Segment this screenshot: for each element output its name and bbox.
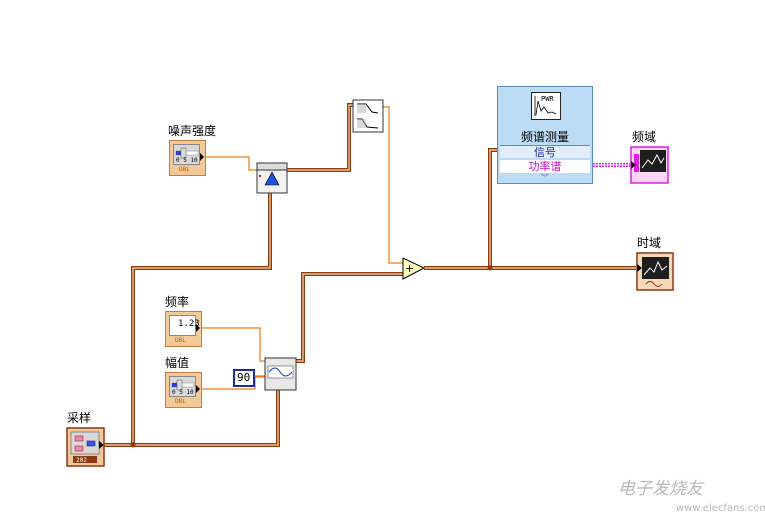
noise-strength-control[interactable]: 0 5 10 DBL (169, 140, 206, 176)
spectral-measurements-express-vi[interactable]: PWR 频谱测量 信号 功率谱 ︾ (497, 86, 593, 184)
slider-ticks: 0 5 10 (176, 157, 198, 164)
noise-generator-vi[interactable] (256, 162, 288, 194)
label-amplitude: 幅值 (165, 356, 190, 370)
wire-noise[interactable] (206, 156, 257, 171)
svg-text:202: 202 (76, 457, 87, 464)
watermark-url: www.elecfans.com (676, 503, 765, 514)
pwr-icon: PWR (531, 92, 561, 120)
express-vi-header: PWR 频谱测量 (498, 87, 592, 145)
pwr-icon-label: PWR (541, 95, 554, 103)
power-spectrum-output-terminal[interactable]: 功率谱 (500, 160, 590, 173)
label-frequency: 频率 (165, 295, 190, 309)
add-function[interactable]: + (402, 257, 426, 280)
frequency-control[interactable]: 1.23 DBL (165, 311, 202, 347)
wire-freq[interactable] (202, 327, 265, 362)
wire-filter-out[interactable] (383, 106, 403, 264)
label-sampling: 采样 (67, 411, 92, 425)
wire-junction (130, 442, 136, 448)
time-graph-indicator[interactable] (636, 252, 674, 291)
signal-input-terminal[interactable]: 信号 (500, 145, 590, 159)
label-freq-domain: 频域 (632, 130, 657, 144)
dbl-tag: DBL (179, 166, 190, 173)
sampling-cluster-control[interactable]: 202 (66, 427, 105, 467)
output-arrow (196, 385, 200, 393)
dbl-wires (202, 106, 403, 390)
label-noise-strength: 噪声强度 (168, 124, 217, 138)
amplitude-control[interactable]: 0 5 10 DBL (165, 372, 202, 408)
filter-vi[interactable] (352, 99, 384, 133)
dbl-tag: DBL (175, 337, 186, 344)
wire-junction (487, 265, 493, 271)
wire-amp[interactable] (202, 375, 265, 390)
watermark-logo: 电子发烧友 (618, 479, 703, 499)
label-time-domain: 时域 (637, 236, 662, 250)
expand-chevron-icon[interactable]: ︾ (541, 173, 549, 182)
output-arrow (196, 324, 200, 332)
sine-waveform-vi[interactable] (264, 357, 297, 391)
express-vi-title: 频谱测量 (520, 130, 569, 144)
frequency-value: 1.23 (178, 319, 200, 329)
phase-constant[interactable]: 90 (233, 369, 255, 387)
output-arrow (200, 153, 204, 161)
svg-text:+: + (405, 262, 414, 275)
slider-ticks: 0 5 10 (172, 389, 194, 396)
waveform-wires (104, 103, 636, 447)
freq-graph-indicator[interactable] (630, 146, 669, 184)
dbl-tag: DBL (175, 398, 186, 405)
